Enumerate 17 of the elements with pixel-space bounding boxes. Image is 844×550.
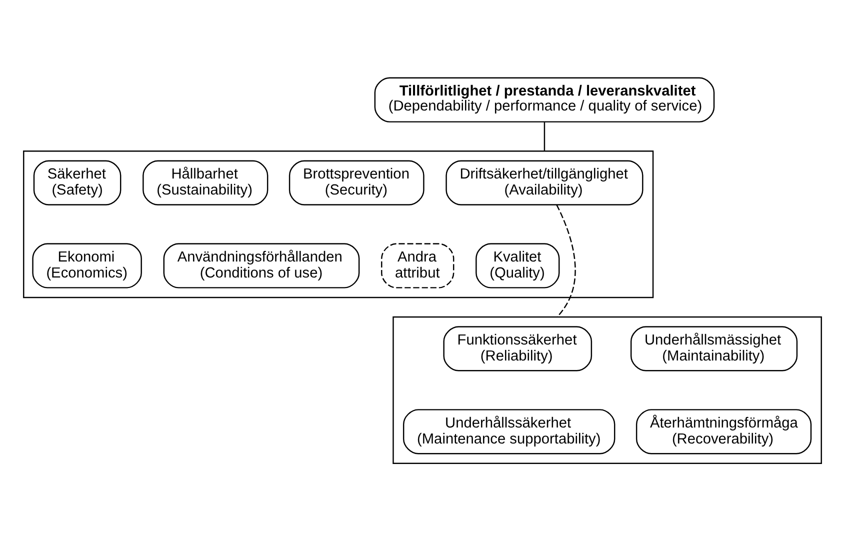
node-box: Driftsäkerhet/tillgänglighet (Availability) xyxy=(445,160,643,205)
node-box: Hållbarhet (Sustainability) xyxy=(142,160,268,205)
node-box: Tillförlitlighet / prestanda / leveranskvalitet (Dependability / performance / quality of service) xyxy=(374,76,714,122)
node-box: Underhållsmässighet (Maintainability) xyxy=(630,326,798,371)
connector xyxy=(556,204,576,317)
connector xyxy=(543,122,545,151)
cluster xyxy=(22,150,654,298)
node-box: Andra attribut xyxy=(380,242,454,288)
node-box: Säkerhet (Safety) xyxy=(32,160,121,205)
node-box: Användningsförhållanden (Conditions of use) xyxy=(162,242,360,288)
node-box: Återhämtningsförmåga (Recoverability) xyxy=(635,408,812,454)
node-box: Ekonomi (Economics) xyxy=(32,242,142,288)
node-box: Underhållssäkerhet (Maintenance supportability) xyxy=(402,408,615,454)
node-box: Funktionssäkerhet (Reliability) xyxy=(442,326,592,371)
node-box: Kvalitet (Quality) xyxy=(475,242,560,288)
cluster xyxy=(392,316,822,464)
node-box: Brottsprevention (Security) xyxy=(288,160,424,205)
